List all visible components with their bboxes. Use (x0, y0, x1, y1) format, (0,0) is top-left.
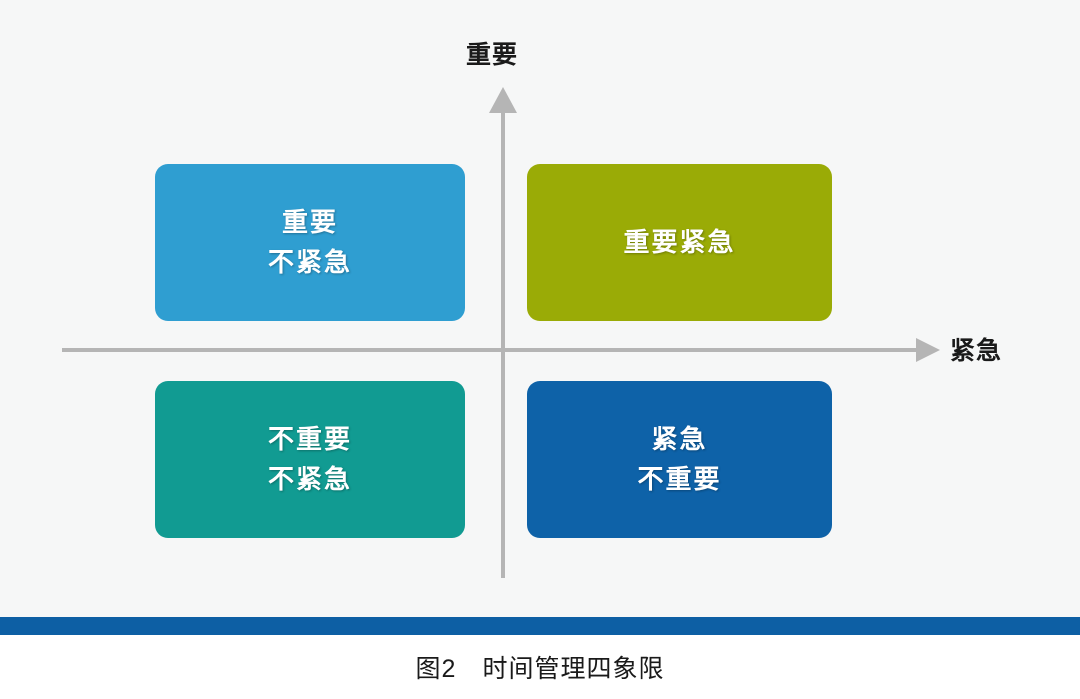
quadrant-label-line-1: 不重要 (267, 423, 352, 454)
quadrant-not-important-not-urgent[interactable]: 不重要 不紧急 (155, 381, 473, 545)
quadrant-important-not-urgent[interactable]: 重要 不紧急 (155, 164, 473, 328)
vertical-axis-arrow-icon (489, 87, 517, 113)
horizontal-axis-label: 紧急 (950, 337, 1003, 365)
horizontal-axis-line (62, 348, 920, 352)
quadrant-label-line-1: 重要紧急 (623, 226, 736, 257)
quadrant-important-urgent[interactable]: 重要紧急 (527, 164, 840, 328)
quadrant-label-line-1: 重要 (281, 206, 338, 237)
quadrant-label-line-2: 不紧急 (267, 463, 352, 494)
vertical-axis-line (501, 108, 505, 578)
vertical-axis-label: 重要 (466, 41, 519, 69)
figure-caption-bar: 图2 时间管理四象限 (0, 635, 1080, 699)
quadrant-label-line-2: 不重要 (637, 463, 722, 494)
quadrant-label-line-1: 紧急 (651, 423, 708, 454)
quadrant-urgent-not-important[interactable]: 紧急 不重要 (527, 381, 840, 545)
footer-divider-rule (0, 617, 1080, 635)
horizontal-axis-arrow-icon (916, 338, 940, 362)
quadrant-chart-area: 重要 紧急 重要 不紧急 重要紧急 不重要 不紧急 紧急 不重要 (62, 41, 1003, 578)
quadrant-label-line-2: 不紧急 (267, 246, 352, 277)
figure-caption: 图2 时间管理四象限 (415, 655, 665, 683)
